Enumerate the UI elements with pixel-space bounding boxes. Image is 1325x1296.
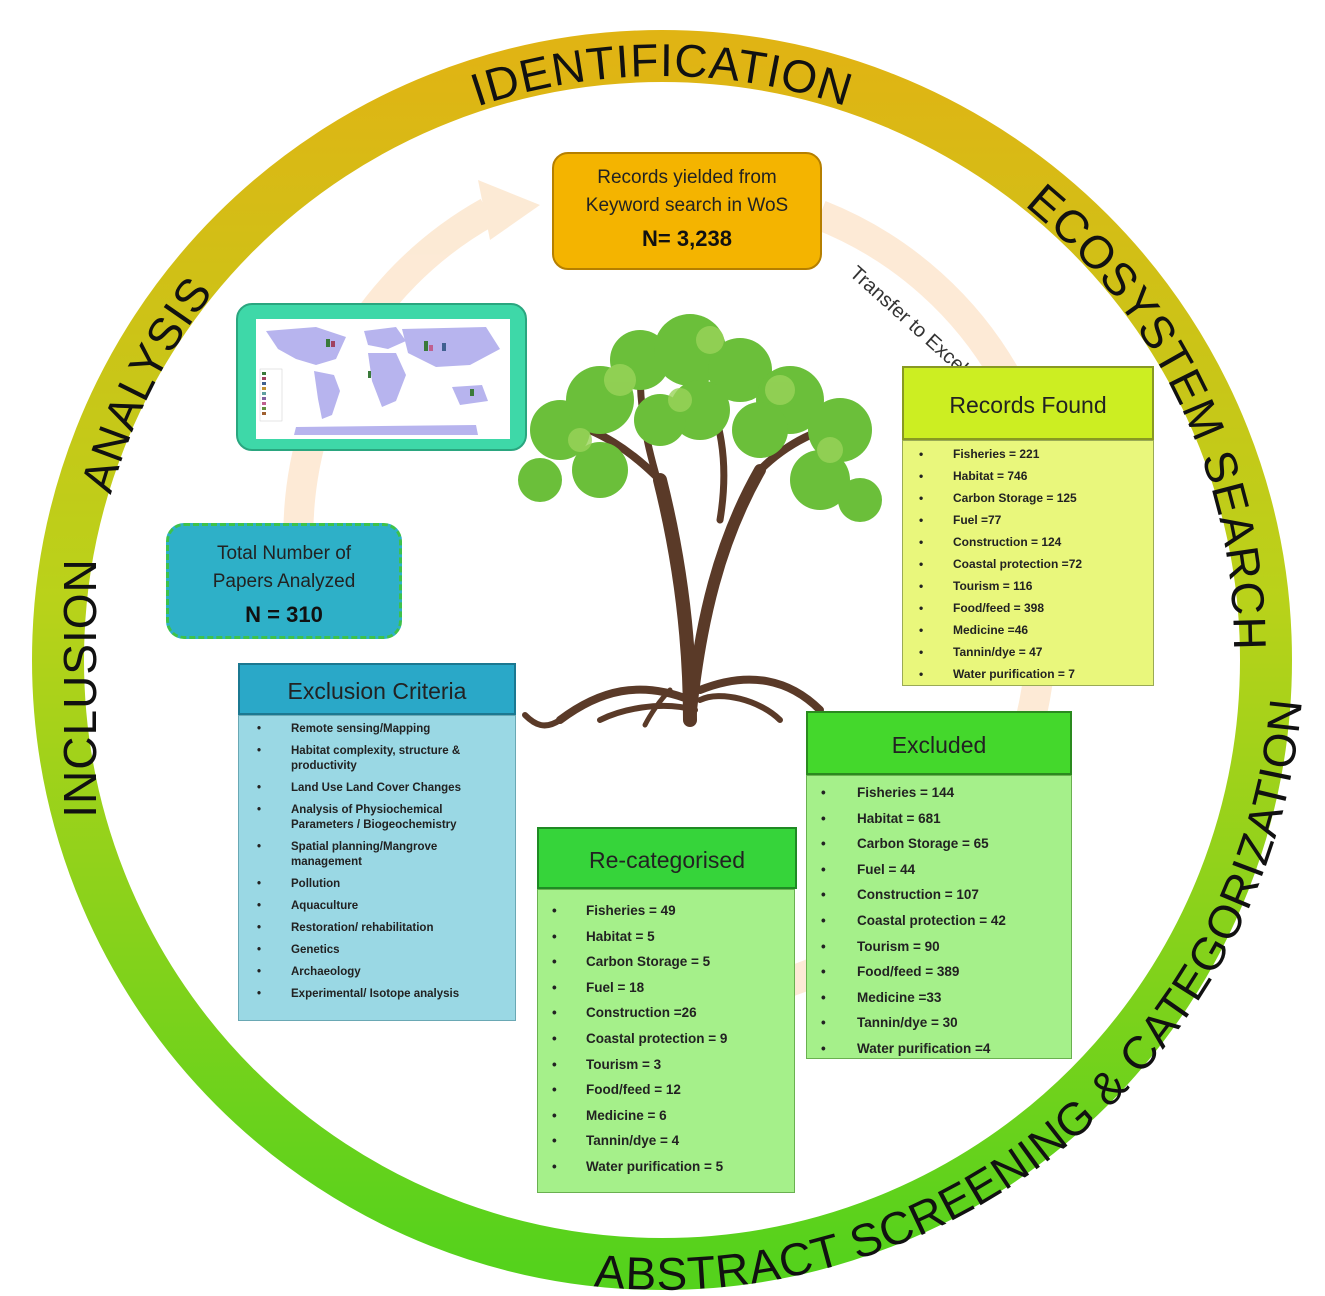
list-item: Food/feed = 12 [538,1077,794,1103]
list-item: Pollution [239,877,515,892]
list-item: Aquaculture [239,899,515,914]
recategorised-list: Fisheries = 49 Habitat = 5 Carbon Storag… [537,889,795,1193]
list-item: Carbon Storage = 5 [538,949,794,975]
list-item: Construction = 124 [903,531,1153,553]
world-map-icon [259,327,500,435]
list-item: Tannin/dye = 30 [807,1010,1071,1036]
ring-label-inclusion: INCLUSION [54,558,106,817]
total-line2: Papers Analyzed [212,571,356,592]
list-item: Tourism = 116 [903,575,1153,597]
list-item: Construction =26 [538,1000,794,1026]
list-item: Tannin/dye = 4 [538,1128,794,1154]
map-card [236,303,527,451]
records-yielded-box: Records yielded from Keyword search in W… [552,152,822,270]
list-item: Water purification = 7 [903,663,1153,685]
list-item: Spatial planning/Mangrove management [239,840,515,870]
list-item: Fisheries = 144 [807,780,1071,806]
records-found-title: Records Found [902,366,1154,440]
list-item: Genetics [239,943,515,958]
list-item: Food/feed = 398 [903,597,1153,619]
list-item: Coastal protection = 9 [538,1026,794,1052]
list-item: Fisheries = 49 [538,898,794,924]
list-item: Fuel =77 [903,509,1153,531]
list-item: Habitat = 681 [807,806,1071,832]
list-item: Coastal protection =72 [903,553,1153,575]
process-ring [32,30,1292,1290]
exclusion-criteria-list: Remote sensing/Mapping Habitat complexit… [238,715,516,1021]
list-item: Water purification = 5 [538,1154,794,1180]
list-item: Medicine = 6 [538,1103,794,1129]
list-item: Remote sensing/Mapping [239,722,515,737]
list-item: Habitat = 5 [538,924,794,950]
records-yielded-count: N= 3,238 [642,226,732,251]
records-yielded-line2: Keyword search in WoS [585,195,789,216]
list-item: Carbon Storage = 125 [903,487,1153,509]
total-line1: Total Number of [216,543,352,564]
list-item: Tourism = 3 [538,1052,794,1078]
list-item: Coastal protection = 42 [807,908,1071,934]
excluded-list: Fisheries = 144 Habitat = 681 Carbon Sto… [806,775,1072,1062]
world-map-thumbnail [256,319,510,439]
list-item: Fuel = 18 [538,975,794,1001]
list-item: Analysis of Physiochemical Parameters / … [239,803,515,833]
list-item: Medicine =33 [807,985,1071,1011]
records-yielded-line1: Records yielded from [597,167,777,188]
list-item: Carbon Storage = 65 [807,831,1071,857]
list-item: Habitat = 746 [903,465,1153,487]
list-item: Water purification =4 [807,1036,1071,1062]
list-item: Experimental/ Isotope analysis [239,987,515,1002]
list-item: Construction = 107 [807,882,1071,908]
mangrove-tree-illustration [518,314,882,729]
list-item: Fisheries = 221 [903,443,1153,465]
recategorised-title: Re-categorised [537,827,797,889]
list-item: Food/feed = 389 [807,959,1071,985]
exclusion-criteria-title: Exclusion Criteria [238,663,516,715]
list-item: Habitat complexity, structure & producti… [239,744,515,774]
list-item: Fuel = 44 [807,857,1071,883]
list-item: Archaeology [239,965,515,980]
records-found-list: Fisheries = 221 Habitat = 746 Carbon Sto… [902,440,1154,686]
total-papers-box: Total Number of Papers Analyzed N = 310 [166,523,402,639]
excluded-title: Excluded [806,711,1072,775]
list-item: Land Use Land Cover Changes [239,781,515,796]
list-item: Tannin/dye = 47 [903,641,1153,663]
list-item: Restoration/ rehabilitation [239,921,515,936]
list-item: Tourism = 90 [807,934,1071,960]
list-item: Medicine =46 [903,619,1153,641]
total-count: N = 310 [245,602,323,627]
